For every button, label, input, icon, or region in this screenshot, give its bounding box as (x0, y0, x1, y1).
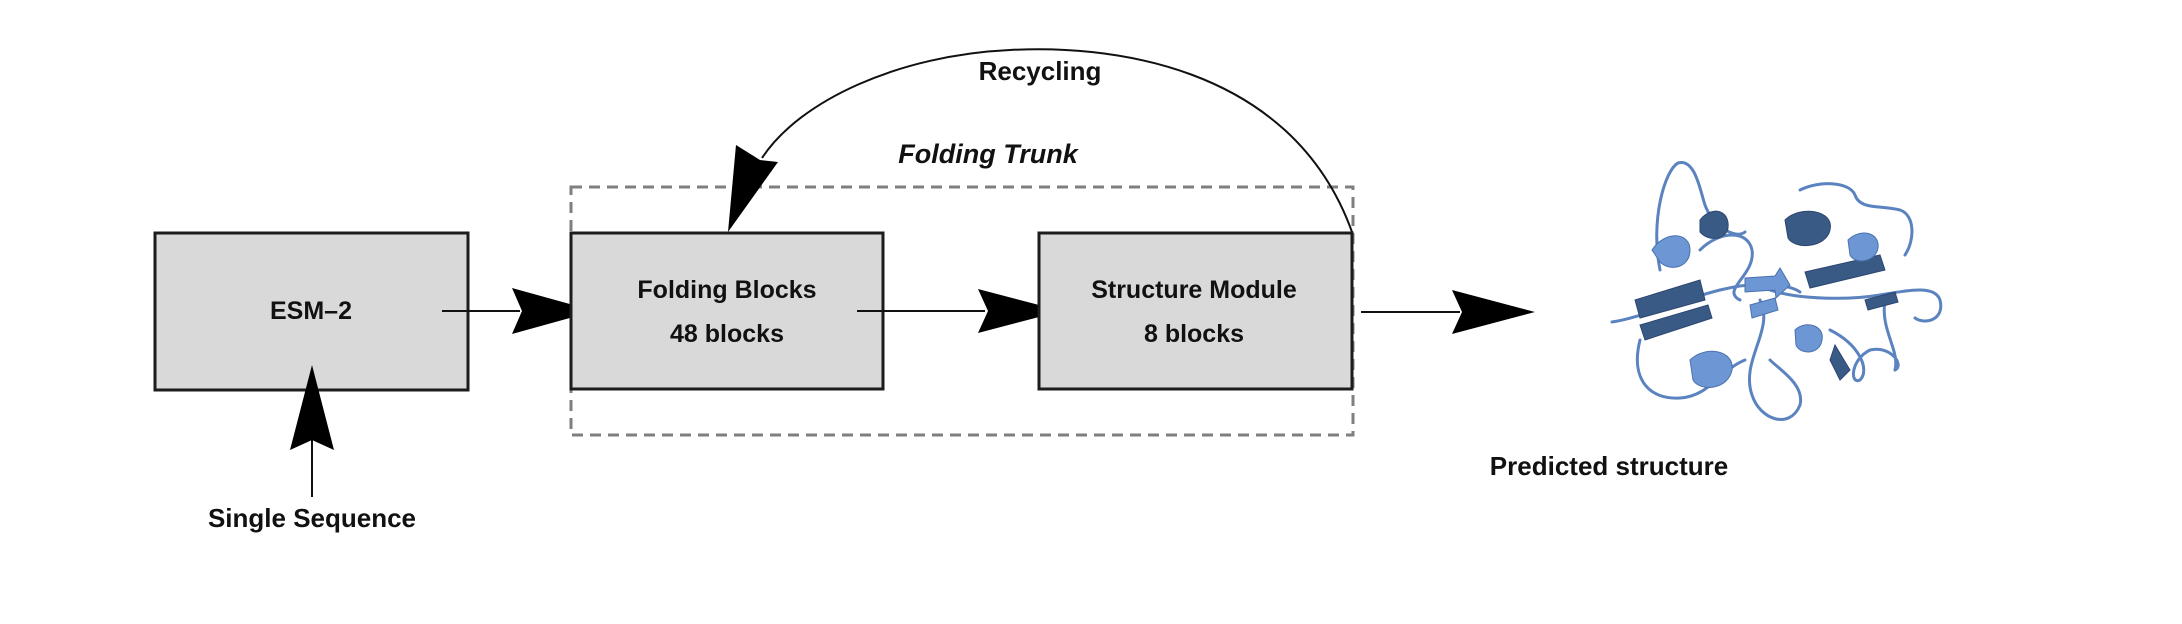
structure-module-node: Structure Module 8 blocks (1037, 231, 1354, 391)
structure-module-title: Structure Module (1091, 276, 1297, 304)
folding-blocks-title: Folding Blocks (637, 276, 816, 304)
protein-structure-icon (1610, 161, 1943, 421)
recycling-arc (761, 48, 1353, 233)
folding-trunk-label: Folding Trunk (898, 139, 1079, 169)
structure-module-count: 8 blocks (1144, 320, 1244, 348)
folding-blocks-node: Folding Blocks 48 blocks (569, 231, 885, 391)
recycling-arrowhead (728, 145, 778, 232)
esm2-label: ESM–2 (270, 297, 352, 325)
single-sequence-label: Single Sequence (208, 503, 416, 533)
folding-blocks-box (569, 231, 885, 391)
structure-to-output-arrowhead (1452, 290, 1535, 334)
esm2-node: ESM–2 (153, 231, 470, 392)
esm-to-folding-arrowhead (512, 288, 595, 334)
predicted-structure-label: Predicted structure (1490, 451, 1728, 481)
structure-module-box (1037, 231, 1354, 391)
input-arrowhead (290, 365, 334, 450)
esm2-box (153, 231, 470, 392)
recycling-label: Recycling (979, 56, 1102, 86)
folding-to-structure-arrowhead (978, 289, 1062, 333)
folding-blocks-count: 48 blocks (670, 320, 784, 348)
